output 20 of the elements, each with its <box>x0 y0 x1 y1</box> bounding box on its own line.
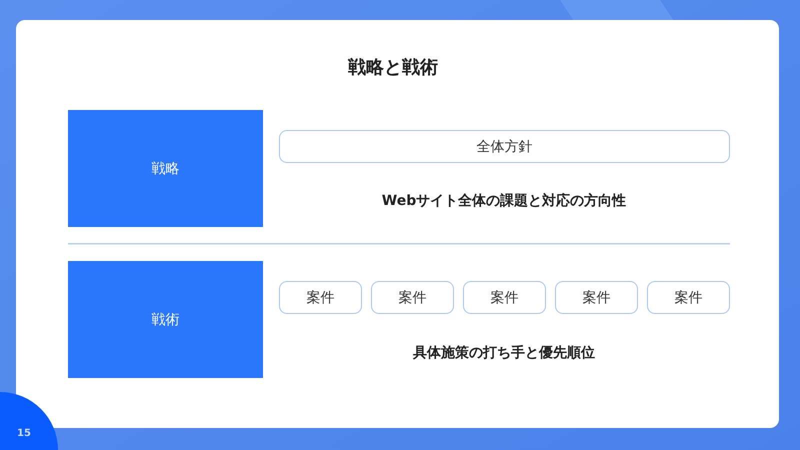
item-pill <box>463 281 546 314</box>
item-label: 案件 <box>306 288 334 306</box>
section-label: 戦略 <box>152 160 180 178</box>
description-text: 具体施策の打ち手と優先順位 <box>413 345 595 361</box>
page-number: 15 <box>17 428 31 439</box>
item-label: 案件 <box>490 288 518 306</box>
item-label: 案件 <box>582 288 610 306</box>
section-block <box>68 261 263 378</box>
section-label: 戦術 <box>152 310 180 328</box>
slide-title: 戦略と戦術 <box>348 57 438 78</box>
item-pill <box>647 281 730 314</box>
item-pill <box>279 281 362 314</box>
item-label: 案件 <box>398 288 426 306</box>
item-pill <box>279 130 730 163</box>
item-pill <box>555 281 638 314</box>
section-block <box>68 110 263 227</box>
item-label: 案件 <box>674 288 702 306</box>
item-label: 全体方針 <box>476 138 532 156</box>
item-pill <box>371 281 454 314</box>
description-text: Webサイト全体の課題と対応の方向性 <box>382 193 626 209</box>
